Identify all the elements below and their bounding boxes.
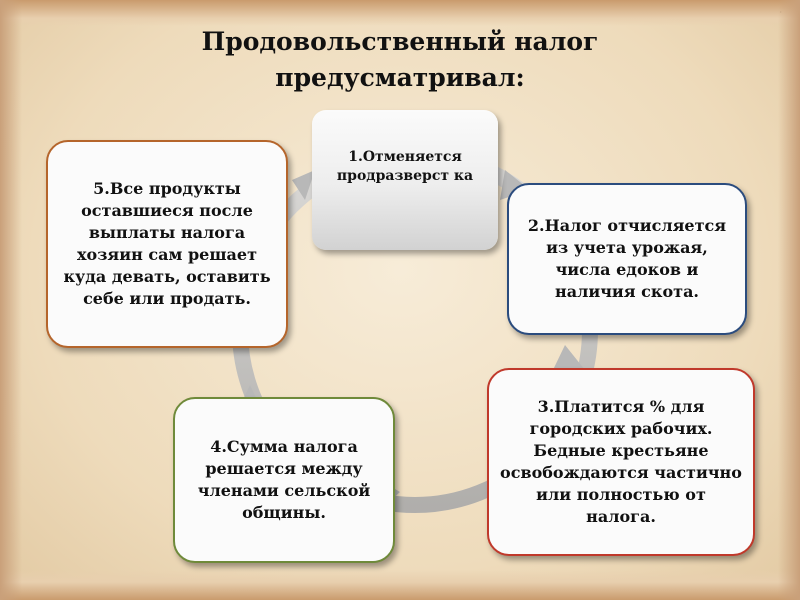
- decorative-border-bottom: [0, 570, 800, 600]
- slide-title-line-2: предусматривал:: [275, 63, 525, 92]
- watermark: ·: [779, 8, 782, 17]
- cycle-step-4: 4.Сумма налога решается между членами се…: [173, 397, 395, 563]
- cycle-arrowhead-bottom-right: [552, 345, 585, 372]
- decorative-border-right: [778, 0, 800, 600]
- cycle-step-1: 1.Отменяется продразверст ка: [312, 110, 498, 250]
- cycle-arrowhead-top-left: [292, 170, 315, 200]
- slide-title-line-1: Продовольственный налог: [201, 27, 599, 56]
- cycle-step-3: 3.Платится % для городских рабочих. Бедн…: [487, 368, 755, 556]
- slide-title: Продовольственный налог предусматривал:: [0, 24, 800, 96]
- cycle-step-2: 2.Налог отчисляется из учета урожая, чис…: [507, 183, 747, 335]
- decorative-border-top: [0, 0, 800, 26]
- cycle-step-5: 5.Все продукты оставшиеся после выплаты …: [46, 140, 288, 348]
- decorative-border-left: [0, 0, 22, 600]
